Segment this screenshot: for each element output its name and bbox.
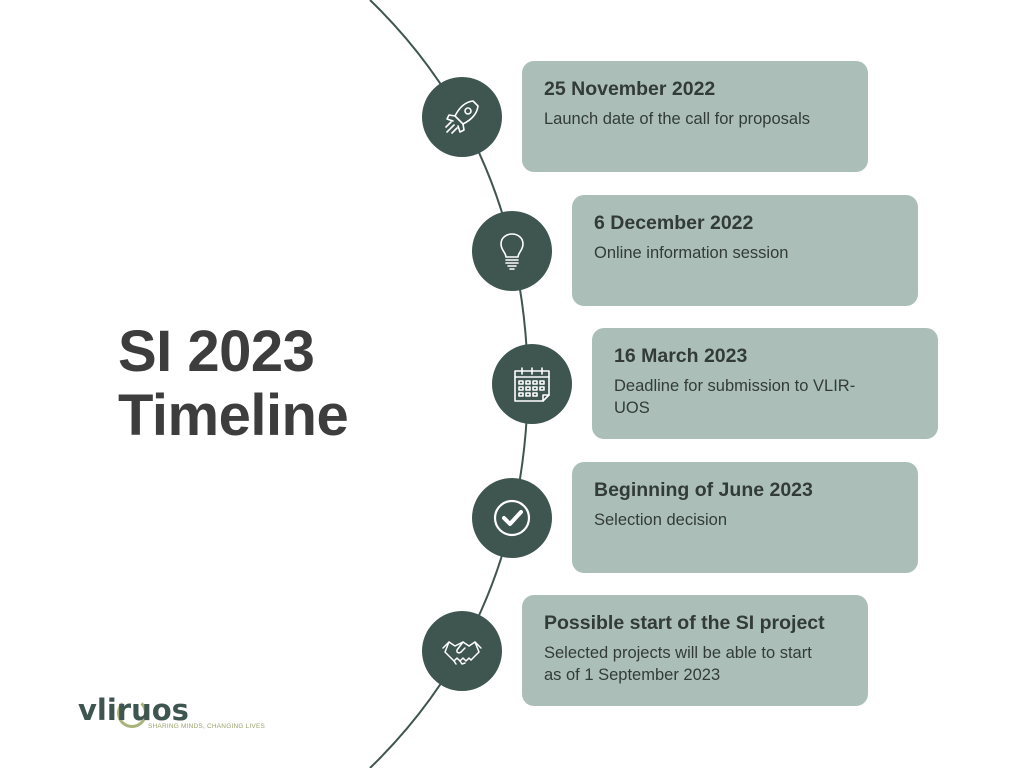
milestone-node-3: [492, 344, 572, 424]
milestone-date: Possible start of the SI project: [544, 612, 825, 634]
milestone-description: Launch date of the call for proposals: [544, 110, 811, 128]
milestone-date: 6 December 2022: [594, 212, 754, 234]
milestone-card-4: Beginning of June 2023 Selection decisio…: [572, 462, 918, 573]
logo-name: vliruos: [78, 693, 189, 727]
checkmark-icon: [493, 499, 531, 537]
milestone-description: Selected projects will be able to start …: [544, 644, 812, 684]
milestone-card-2: 6 December 2022 Online information sessi…: [572, 195, 918, 306]
milestone-date: 16 March 2023: [614, 345, 748, 367]
milestone-description: Deadline for submission to VLIR-UOS: [614, 377, 856, 417]
milestone-node-5: [422, 611, 502, 691]
milestone-node-2: [472, 211, 552, 291]
milestone-node-4: [472, 478, 552, 558]
milestone-date: 25 November 2022: [544, 78, 716, 100]
handshake-icon: [442, 641, 482, 665]
page-title: SI 2023 Timeline: [118, 319, 349, 448]
title-line-2: Timeline: [118, 383, 349, 448]
milestone-description: Selection decision: [594, 511, 727, 529]
calendar-icon: [514, 367, 550, 402]
milestone-description: Online information session: [594, 244, 789, 262]
milestone-card-3: 16 March 2023 Deadline for submission to…: [592, 328, 938, 439]
rocket-icon: [445, 100, 479, 134]
logo-ring-icon: [117, 698, 147, 728]
milestone-card-5: Possible start of the SI project Selecte…: [522, 595, 868, 706]
milestone-node-1: [422, 77, 502, 157]
title-line-1: SI 2023: [118, 319, 315, 384]
milestone-date: Beginning of June 2023: [594, 479, 813, 501]
lightbulb-icon: [500, 233, 524, 270]
milestone-card-1: 25 November 2022 Launch date of the call…: [522, 61, 868, 172]
logo-tagline: SHARING MINDS, CHANGING LIVES: [148, 723, 266, 730]
vliruos-logo: vliruos SHARING MINDS, CHANGING LIVES: [78, 693, 268, 738]
